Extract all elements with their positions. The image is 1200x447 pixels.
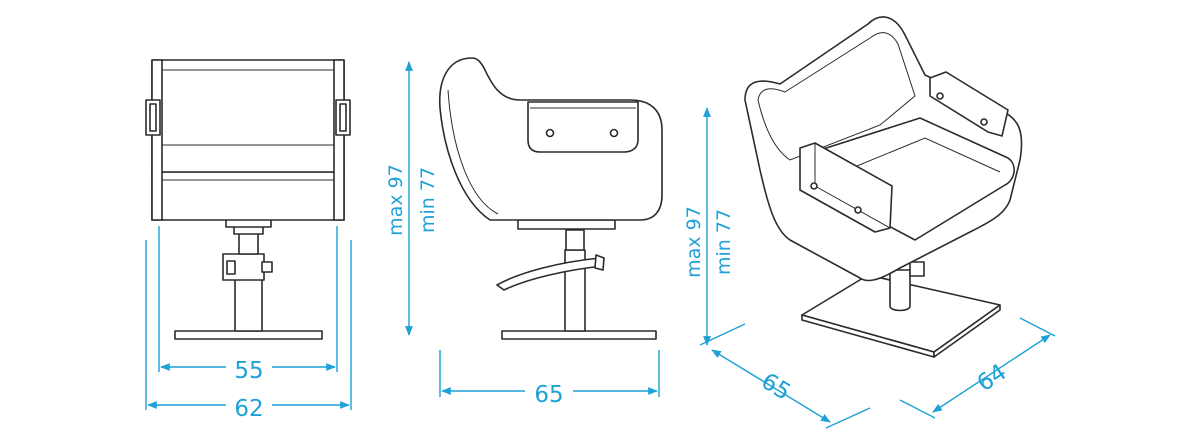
iso-height-max-label: max 97 [683, 206, 705, 278]
iso-height-min-label: min 77 [713, 209, 735, 275]
side-depth-label: 65 [534, 382, 563, 408]
side-height-max-label: max 97 [385, 164, 407, 236]
isometric-view-chair [744, 16, 1023, 358]
side-height-min-label: min 77 [417, 167, 439, 233]
side-view-chair [438, 57, 663, 340]
front-outer-width-label: 62 [234, 396, 263, 422]
side-view-dimensions: 65 max 97 min 77 [385, 61, 660, 408]
front-view-dimensions: 55 62 [145, 226, 352, 422]
front-view-chair [145, 59, 351, 340]
front-inner-width-label: 55 [234, 358, 263, 384]
iso-depth-label: 65 [756, 368, 795, 406]
